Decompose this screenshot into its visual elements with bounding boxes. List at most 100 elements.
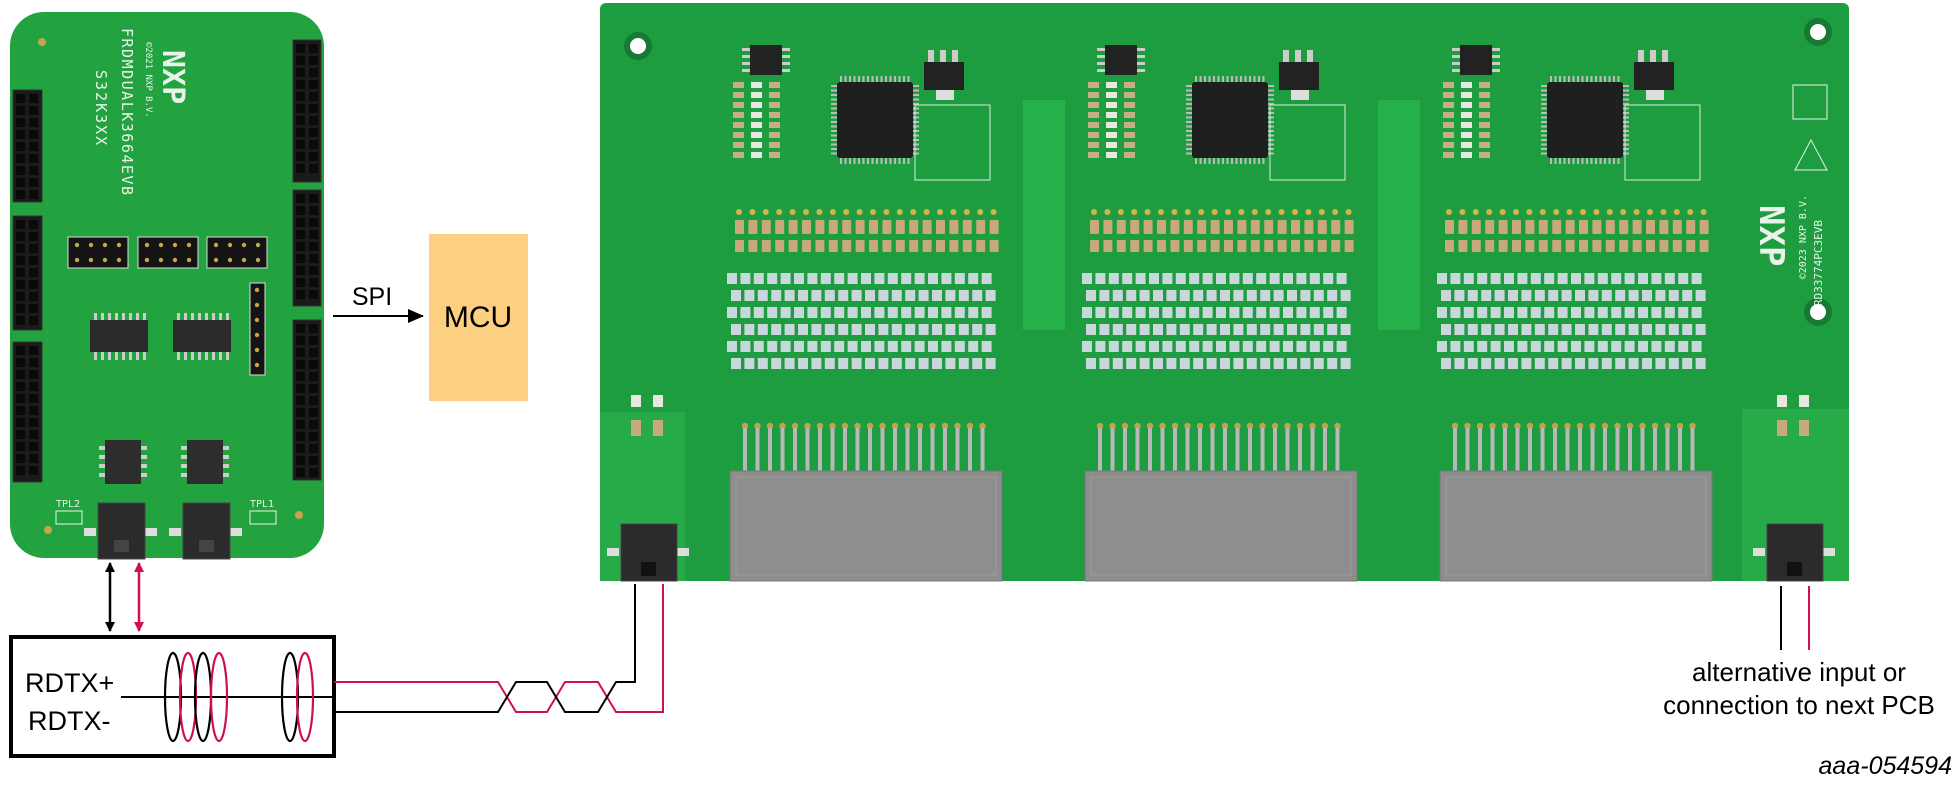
ic-pin bbox=[1623, 103, 1629, 105]
ic-pin bbox=[99, 455, 105, 459]
header-pin-socket bbox=[29, 268, 38, 277]
smd-resistor bbox=[733, 122, 744, 128]
ic-pin bbox=[1268, 139, 1274, 141]
connector-housing-edge bbox=[1090, 476, 1352, 576]
connector-pin bbox=[818, 428, 822, 472]
ic-pin bbox=[876, 76, 878, 82]
smd-resistor bbox=[1175, 273, 1186, 284]
smd-resistor bbox=[1521, 290, 1532, 301]
voltage-regulator bbox=[924, 62, 964, 90]
connector-pin-pad bbox=[1451, 422, 1459, 430]
smd-resistor bbox=[1162, 273, 1173, 284]
smd-resistor bbox=[1597, 307, 1608, 318]
smd-resistor bbox=[1477, 307, 1488, 318]
alternative-input-label-line2: connection to next PCB bbox=[1663, 690, 1935, 720]
smd-capacitor bbox=[1304, 220, 1314, 234]
ic-pin bbox=[1235, 76, 1238, 82]
smd-capacitor bbox=[788, 220, 798, 234]
smd-resistor bbox=[1481, 290, 1492, 301]
smd-resistor bbox=[1233, 290, 1244, 301]
test-point bbox=[749, 209, 756, 215]
ic-pin bbox=[1550, 76, 1552, 82]
smd-resistor bbox=[1206, 358, 1217, 369]
smd-resistor bbox=[1216, 341, 1226, 352]
ic-pin bbox=[99, 473, 105, 477]
smd-resistor bbox=[1561, 324, 1572, 335]
smd-resistor bbox=[1668, 324, 1679, 335]
connector-pin bbox=[855, 428, 860, 472]
ic-pin bbox=[913, 94, 919, 96]
smd-resistor bbox=[1588, 358, 1599, 369]
smd-capacitor bbox=[1592, 220, 1602, 234]
smd-resistor bbox=[798, 290, 808, 301]
header-pin-socket bbox=[296, 468, 305, 477]
smd-resistor bbox=[1269, 273, 1280, 284]
connector-pin bbox=[1628, 428, 1632, 472]
ic-pin bbox=[1541, 116, 1547, 119]
header-pin-socket bbox=[29, 220, 38, 229]
smd-resistor bbox=[1216, 273, 1226, 284]
ic-pin bbox=[1568, 76, 1570, 82]
tpl2-polarity-mark bbox=[55, 510, 83, 525]
smd-resistor bbox=[1655, 290, 1666, 301]
header-pin-socket bbox=[16, 142, 25, 151]
smd-capacitor bbox=[869, 220, 878, 234]
smd-resistor bbox=[1122, 273, 1133, 284]
ic-pin bbox=[1268, 125, 1274, 128]
smd-resistor bbox=[1296, 273, 1307, 284]
connector-pin-pad bbox=[916, 422, 924, 430]
smd-resistor bbox=[1454, 290, 1465, 301]
smd-resistor bbox=[918, 290, 929, 301]
smd-resistor bbox=[1088, 142, 1099, 148]
smd-resistor bbox=[794, 341, 804, 352]
ic-pin bbox=[143, 352, 146, 360]
smd-capacitor bbox=[1197, 220, 1207, 234]
ic-pin bbox=[889, 158, 892, 164]
smd-resistor bbox=[1166, 358, 1177, 369]
smd-capacitor bbox=[1471, 220, 1481, 234]
connector-pin-pad bbox=[1271, 422, 1279, 430]
ic-pin bbox=[108, 313, 111, 321]
smd-resistor bbox=[901, 307, 912, 318]
header-pin bbox=[241, 257, 247, 263]
smd-resistor bbox=[1494, 358, 1505, 369]
smd-capacitor bbox=[1103, 220, 1113, 234]
smd-resistor bbox=[811, 358, 822, 369]
connector-housing-edge bbox=[735, 476, 997, 576]
ic-pin bbox=[913, 152, 919, 155]
connector-pin bbox=[1223, 428, 1227, 472]
test-point bbox=[1553, 209, 1560, 215]
smd-resistor bbox=[1584, 341, 1595, 352]
smd-capacitor bbox=[1619, 220, 1629, 234]
header-pin-socket bbox=[296, 254, 305, 263]
header-pin-socket bbox=[309, 420, 318, 429]
voltage-regulator bbox=[1634, 62, 1674, 90]
header-pin bbox=[254, 347, 260, 353]
smd-resistor bbox=[1642, 290, 1652, 301]
connector-pin-pad bbox=[1639, 422, 1646, 430]
smd-resistor bbox=[1441, 290, 1451, 301]
smd-resistor bbox=[985, 324, 996, 335]
left-board-name: FRDMDUALK3664EVB bbox=[118, 28, 136, 197]
header-pin-socket bbox=[16, 394, 25, 403]
smd-resistor bbox=[757, 290, 768, 301]
ic-pin bbox=[831, 116, 837, 119]
smd-resistor bbox=[941, 307, 952, 318]
connector-pin-pad bbox=[829, 422, 836, 430]
smd-resistor bbox=[1544, 307, 1555, 318]
smd-resistor bbox=[1441, 358, 1451, 369]
smd-resistor bbox=[780, 273, 791, 284]
header-pin-socket bbox=[309, 164, 318, 173]
smd-resistor bbox=[1124, 92, 1135, 98]
ic-pin bbox=[840, 158, 842, 164]
smd-resistor bbox=[769, 112, 780, 118]
smd-resistor bbox=[1340, 324, 1351, 335]
smd-resistor bbox=[1206, 324, 1217, 335]
smd-resistor bbox=[1327, 358, 1338, 369]
smd-resistor bbox=[1135, 341, 1146, 352]
smd-capacitor bbox=[1090, 220, 1099, 234]
smd-resistor bbox=[731, 358, 741, 369]
test-point bbox=[1539, 209, 1546, 215]
ic-pin bbox=[219, 352, 222, 360]
smd-resistor bbox=[1246, 324, 1257, 335]
